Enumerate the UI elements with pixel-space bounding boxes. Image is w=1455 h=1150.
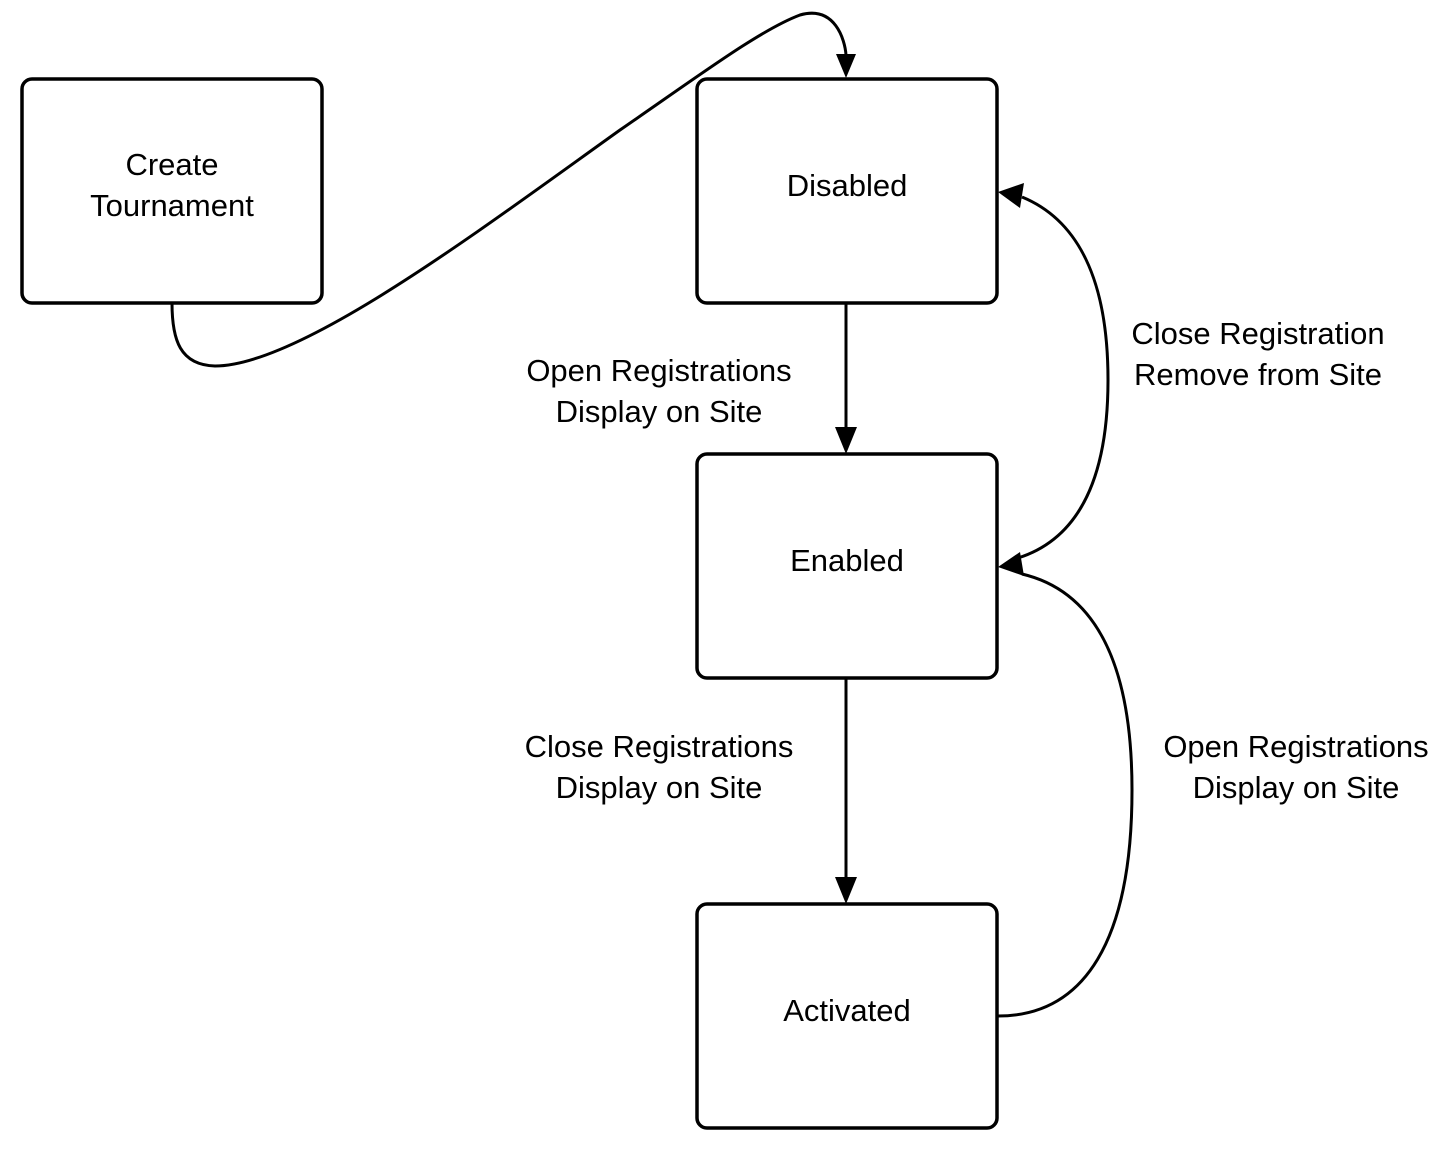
arrowhead-enabled-to-disabled-top (998, 183, 1024, 208)
node-enabled-label: Enabled (790, 543, 904, 578)
edge-label-activated-enabled-line1: Open Registrations (1163, 729, 1428, 764)
node-create-line1: Create (125, 147, 218, 182)
node-activated-label: Activated (783, 993, 911, 1028)
edge-activated-to-enabled (997, 572, 1134, 1018)
node-disabled: Disabled (695, 77, 999, 305)
node-disabled-label: Disabled (787, 168, 908, 203)
arrowhead-enabled-to-activated (835, 877, 857, 904)
node-create-tournament: Create Tournament (20, 77, 324, 305)
edge-label-disabled-enabled-line2: Display on Site (556, 394, 763, 429)
node-enabled: Enabled (695, 452, 999, 680)
edge-create-to-disabled (170, 11, 848, 368)
edge-label-enabled-activated-line2: Display on Site (556, 770, 763, 805)
edge-label-disabled-enabled-line1: Open Registrations (526, 353, 791, 388)
edge-enabled-to-disabled (1017, 195, 1110, 560)
edge-label-enabled-disabled-line1: Close Registration (1131, 316, 1384, 351)
edge-label-enabled-activated-line1: Close Registrations (525, 729, 794, 764)
arrowhead-disabled-to-enabled (835, 427, 857, 454)
edge-label-enabled-disabled-line2: Remove from Site (1134, 357, 1382, 392)
arrowhead-create-to-disabled (836, 54, 856, 78)
node-create-line2: Tournament (90, 188, 254, 223)
arrowhead-enabled-to-disabled-bottom (998, 552, 1024, 576)
edge-label-activated-enabled-line2: Display on Site (1193, 770, 1400, 805)
node-activated: Activated (695, 902, 999, 1130)
